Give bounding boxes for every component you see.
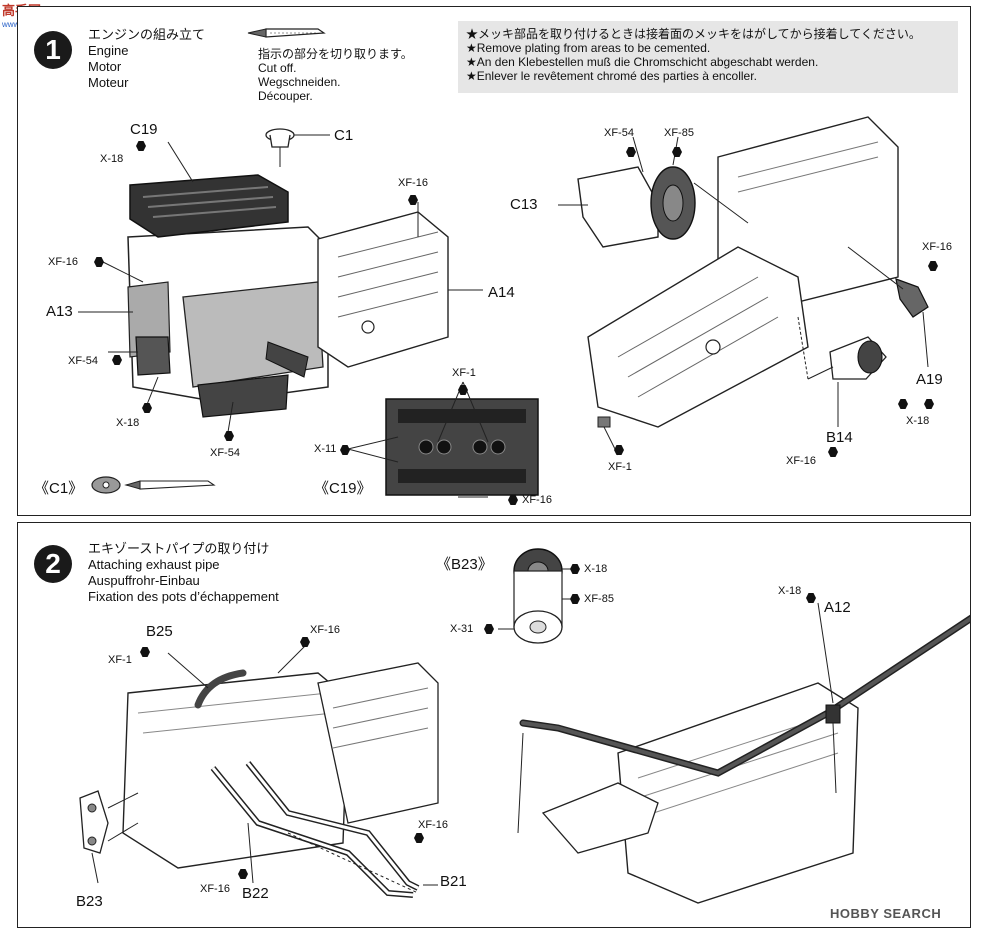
paint-code-x18: X-18 <box>906 415 930 427</box>
part-label-c19: C19 <box>130 121 158 138</box>
paint-code-xf54: XF-54 <box>210 447 240 459</box>
knife-icon <box>247 28 326 38</box>
paint-marker-icon <box>570 594 580 604</box>
paint-marker-icon <box>408 195 418 205</box>
step-1-title-en: Engine <box>88 43 129 58</box>
paint-code-xf16: XF-16 <box>922 241 952 253</box>
engine-assembly-left <box>78 141 483 433</box>
paint-code-x18: X-18 <box>584 563 608 575</box>
cut-off-note-fr: Découper. <box>258 89 313 103</box>
paint-code-xf16: XF-16 <box>200 883 230 895</box>
paint-code-xf16: XF-16 <box>522 494 552 506</box>
engine-assembly-step2-right <box>517 602 970 904</box>
paint-marker-icon <box>136 141 146 151</box>
step-2-number: 2 <box>34 545 72 583</box>
paint-code-x18: X-18 <box>100 153 124 165</box>
step-2-panel: 2 エキゾーストパイプの取り付け Attaching exhaust pipe … <box>17 522 971 928</box>
paint-code-xf1: XF-1 <box>452 367 476 379</box>
engine-assembly-right <box>558 116 929 456</box>
hobby-search-watermark: HOBBY SEARCH <box>830 906 942 921</box>
paint-code-xf16: XF-16 <box>786 455 816 467</box>
part-label-a13: A13 <box>46 303 73 320</box>
paint-code-xf54: XF-54 <box>604 127 634 139</box>
step-2-title-fr: Fixation des pots d’échappement <box>88 589 279 604</box>
paint-marker-icon <box>570 564 580 574</box>
step-2-illustration <box>79 548 970 904</box>
cut-off-note-ja: 指示の部分を切り取ります。 <box>258 47 413 61</box>
paint-code-x18: X-18 <box>116 417 140 429</box>
step-1-illustration <box>78 28 929 498</box>
paint-marker-icon <box>508 495 518 505</box>
paint-code-xf1: XF-1 <box>108 654 132 666</box>
step-1-title: エンジンの組み立て Engine Motor Moteur <box>88 27 205 91</box>
paint-code-xf1: XF-1 <box>608 461 632 473</box>
step-1-title-de: Motor <box>88 59 122 74</box>
paint-code-xf16: XF-16 <box>310 624 340 636</box>
plating-note-ja: ★メッキ部品を取り付けるときは接着面のメッキをはがしてから接着してください。 <box>466 27 921 41</box>
detail-label-c19: 《C19》 <box>314 480 372 497</box>
cut-off-note: 指示の部分を切り取ります。 Cut off. Wegschneiden. Déc… <box>258 47 413 103</box>
step-1-title-fr: Moteur <box>88 75 129 90</box>
paint-marker-icon <box>672 147 682 157</box>
paint-code-xf54: XF-54 <box>68 355 98 367</box>
plating-note-de: ★An den Klebestellen muß die Chromschich… <box>466 55 819 69</box>
paint-marker-icon <box>140 647 150 657</box>
paint-code-xf16: XF-16 <box>48 256 78 268</box>
part-label-a12: A12 <box>824 599 851 616</box>
paint-marker-icon <box>828 447 838 457</box>
step-2-title-de: Auspuffrohr-Einbau <box>88 573 200 588</box>
paint-marker-icon <box>458 385 468 395</box>
paint-marker-icon <box>142 403 152 413</box>
detail-label-c1: 《C1》 <box>34 480 84 497</box>
cut-off-note-de: Wegschneiden. <box>258 75 341 89</box>
plating-note-box: ★メッキ部品を取り付けるときは接着面のメッキをはがしてから接着してください。 ★… <box>458 21 958 93</box>
plating-note-en: ★Remove plating from areas to be cemente… <box>466 41 711 55</box>
part-label-b14: B14 <box>826 429 853 446</box>
part-label-b22: B22 <box>242 885 269 902</box>
paint-marker-icon <box>224 431 234 441</box>
paint-code-xf85: XF-85 <box>584 593 614 605</box>
paint-code-xf85: XF-85 <box>664 127 694 139</box>
c1-detail-part <box>91 476 216 494</box>
paint-marker-icon <box>484 624 494 634</box>
paint-code-x18: X-18 <box>778 585 802 597</box>
paint-marker-icon <box>300 637 310 647</box>
step-2-title: エキゾーストパイプの取り付け Attaching exhaust pipe Au… <box>88 541 279 605</box>
paint-code-xf16: XF-16 <box>398 177 428 189</box>
step-1-title-ja: エンジンの組み立て <box>88 27 206 42</box>
paint-marker-icon <box>928 261 938 271</box>
paint-marker-icon <box>94 257 104 267</box>
paint-code-xf16: XF-16 <box>418 819 448 831</box>
paint-marker-icon <box>414 833 424 843</box>
step-1-panel: 1 エンジンの組み立て Engine Motor Moteur 指示の部分を切り… <box>17 6 971 516</box>
cut-off-note-en: Cut off. <box>258 61 297 75</box>
paint-marker-icon <box>238 869 248 879</box>
paint-marker-icon <box>112 355 122 365</box>
paint-code-x31: X-31 <box>450 623 474 635</box>
part-label-b21: B21 <box>440 873 467 890</box>
c1-part <box>265 128 330 167</box>
step-1-number: 1 <box>34 31 72 69</box>
part-label-b23: B23 <box>76 893 103 910</box>
c19-detail-part <box>347 381 539 498</box>
paint-marker-icon <box>806 593 816 603</box>
detail-label-b23: 《B23》 <box>436 556 493 573</box>
paint-code-x11: X-11 <box>314 443 337 455</box>
part-label-a14: A14 <box>488 284 515 301</box>
part-label-c1: C1 <box>334 127 354 144</box>
paint-marker-icon <box>626 147 636 157</box>
paint-marker-icon <box>340 445 350 455</box>
paint-marker-icon <box>924 399 934 409</box>
b23-detail-part <box>498 548 578 644</box>
part-label-c13: C13 <box>510 196 538 213</box>
paint-marker-icon <box>898 399 908 409</box>
step-2-title-en: Attaching exhaust pipe <box>88 557 220 572</box>
step-2-title-ja: エキゾーストパイプの取り付け <box>88 541 270 556</box>
part-label-b25: B25 <box>146 623 173 640</box>
part-label-a19: A19 <box>916 371 943 388</box>
plating-note-fr: ★Enlever le revêtement chromé des partie… <box>466 69 757 83</box>
paint-marker-icon <box>614 445 624 455</box>
engine-assembly-step2-left <box>79 642 439 898</box>
